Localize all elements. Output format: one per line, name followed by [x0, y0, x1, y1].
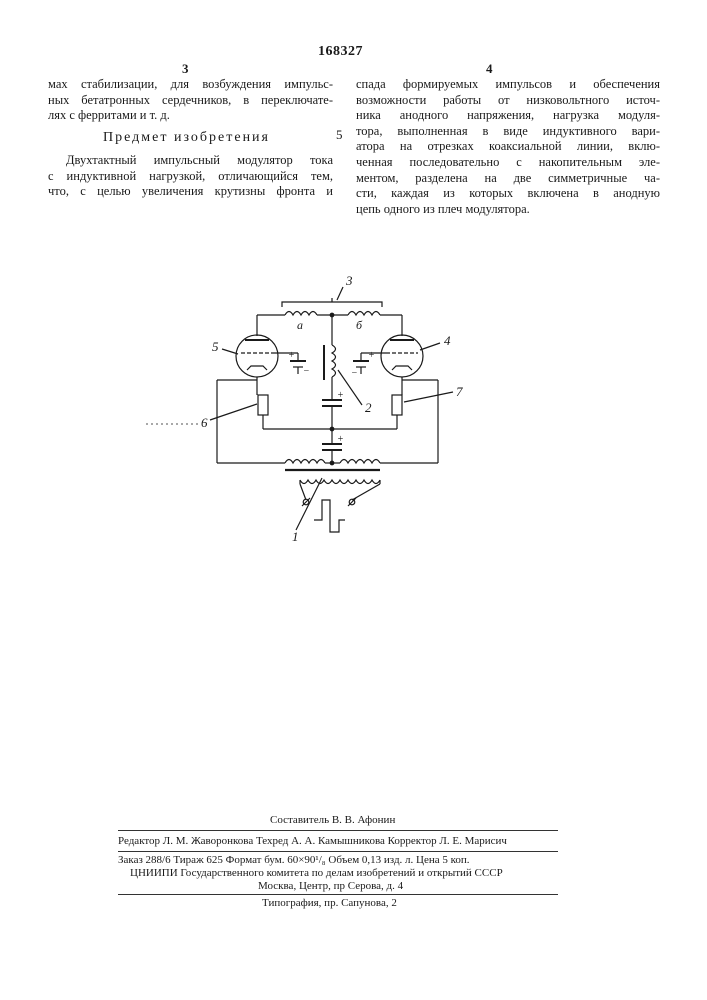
- right-line-3: ника анодного напряжения, нагрузка модул…: [356, 108, 660, 124]
- order-line: Заказ 288/6 Тираж 625 Формат бум. 60×90¹…: [118, 853, 470, 867]
- label-5: 5: [212, 339, 219, 354]
- label-4: 4: [444, 333, 451, 348]
- institute-line: ЦНИИПИ Государственного комитета по дела…: [130, 866, 503, 880]
- pulse-waveform: [314, 500, 345, 532]
- label-1: 1: [292, 529, 299, 544]
- label-7: 7: [456, 384, 463, 399]
- label-6: 6: [201, 415, 208, 430]
- tube-5: [236, 335, 278, 377]
- compiler-line: Составитель В. В. Афонин: [270, 813, 395, 827]
- claim-line-1: Двухтактный импульсный модулятор тока: [48, 153, 333, 169]
- right-line-5: атора на отрезках коаксиальной линии, вк…: [356, 139, 660, 155]
- address-line: Москва, Центр, пр Серова, д. 4: [258, 879, 403, 893]
- circuit-diagram: 3 а б 5 + − 4 + − + 2: [140, 265, 480, 545]
- editors-line: Редактор Л. М. Жаворонкова Техред А. А. …: [118, 834, 507, 848]
- imprint-rule-3: [118, 894, 558, 895]
- right-line-2: возможности работы от низковольтного ист…: [356, 93, 660, 109]
- right-line-7: ментом, разделена на две симметричные ча…: [356, 171, 660, 187]
- left-line-2: ных бетатронных сердечников, в переключа…: [48, 93, 333, 109]
- right-column: спада формируемых импульсов и обеспечени…: [356, 77, 660, 217]
- left-column-number: 3: [182, 61, 189, 77]
- left-line-3: лях с ферритами и т. д.: [48, 108, 333, 124]
- right-line-6: ченная последовательно с накопительным э…: [356, 155, 660, 171]
- right-line-8: сти, каждая из которых включена в анодну…: [356, 186, 660, 202]
- label-2: 2: [365, 400, 372, 415]
- right-line-9: цепь одного из плеч модулятора.: [356, 202, 660, 218]
- svg-text:+: +: [337, 390, 344, 401]
- tube-4: [381, 335, 423, 377]
- printer-line: Типография, пр. Сапунова, 2: [262, 896, 397, 910]
- claim-line-2: с индуктивной нагрузкой, отличающийся те…: [48, 169, 333, 185]
- left-line-1: мах стабилизации, для возбуждения импуль…: [48, 77, 333, 93]
- label-a: а: [297, 318, 303, 332]
- brace-3: [282, 302, 382, 307]
- right-line-1: спада формируемых импульсов и обеспечени…: [356, 77, 660, 93]
- svg-text:+: +: [288, 350, 295, 361]
- inductor-a: [285, 312, 317, 316]
- resistor-7: [392, 395, 402, 415]
- left-column: мах стабилизации, для возбуждения импуль…: [48, 77, 333, 124]
- resistor-6: [258, 395, 268, 415]
- label-3: 3: [345, 273, 353, 288]
- right-line-4: тора, выполненная в виде индуктивного ва…: [356, 124, 660, 140]
- imprint-rule-2: [118, 851, 558, 852]
- claim-text: Двухтактный импульсный модулятор тока с …: [48, 153, 333, 200]
- svg-text:+: +: [368, 350, 375, 361]
- svg-text:+: +: [337, 434, 344, 445]
- inductor-b: [348, 312, 380, 316]
- line-marker: 5: [336, 127, 343, 143]
- svg-text:−: −: [303, 366, 310, 377]
- section-heading: Предмет изобретения: [103, 130, 270, 146]
- svg-text:−: −: [351, 368, 358, 379]
- label-b: б: [356, 318, 363, 332]
- claim-line-3: что, с целью увеличения крутизны фронта …: [48, 184, 333, 200]
- imprint-rule-1: [118, 830, 558, 831]
- right-column-number: 4: [486, 61, 493, 77]
- patent-number: 168327: [318, 44, 363, 60]
- inductor-center: [332, 345, 336, 377]
